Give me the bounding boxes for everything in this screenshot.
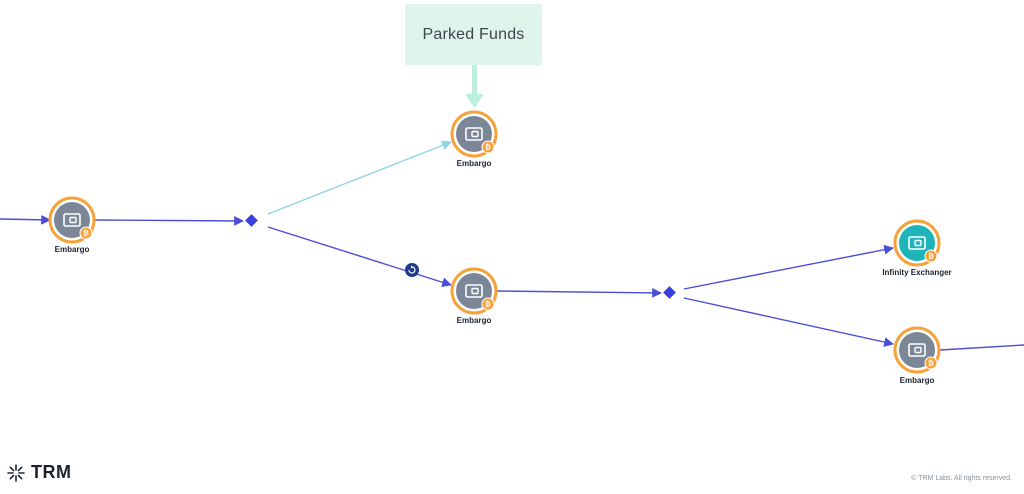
- node-n3[interactable]: ₿: [450, 267, 498, 315]
- copyright-text: © TRM Labs. All rights reserved.: [911, 475, 1012, 482]
- svg-text:₿: ₿: [485, 144, 491, 152]
- bitcoin-badge-icon: ₿: [924, 356, 938, 370]
- logo-text: TRM: [31, 462, 72, 482]
- callout-text: Parked Funds: [422, 25, 525, 43]
- bitcoin-badge-icon: ₿: [481, 297, 495, 311]
- svg-text:₿: ₿: [83, 230, 89, 238]
- node-n2[interactable]: ₿: [450, 110, 498, 158]
- bitcoin-badge-icon: ₿: [481, 140, 495, 154]
- callout-arrow: [465, 65, 484, 108]
- parked-funds-callout: Parked Funds: [405, 4, 542, 65]
- trm-logo: TRM: [6, 462, 72, 483]
- node-n1[interactable]: ₿: [48, 196, 96, 244]
- svg-text:₿: ₿: [928, 253, 934, 261]
- bitcoin-badge-icon: ₿: [79, 226, 93, 240]
- cycle-icon[interactable]: [405, 263, 419, 277]
- svg-text:₿: ₿: [485, 301, 491, 309]
- node-label-n4: Infinity Exchanger: [882, 268, 952, 277]
- bitcoin-badge-icon: ₿: [924, 249, 938, 263]
- trm-logo-icon: [7, 463, 25, 482]
- junction-2[interactable]: [663, 286, 676, 299]
- node-n4[interactable]: ₿: [893, 219, 941, 267]
- node-label-n5: Embargo: [899, 376, 935, 385]
- edge-n3-to-junction-2: [496, 287, 662, 298]
- edge-junction-2-to-n4: [683, 244, 894, 290]
- edge-n5-outgoing: [939, 344, 1024, 351]
- edge-n1-to-junction-1: [93, 216, 244, 226]
- edge-junction-1-to-n3: [267, 226, 452, 288]
- edges: [0, 140, 1024, 351]
- edge-junction-1-to-n2: [267, 140, 452, 215]
- node-n5[interactable]: ₿: [893, 326, 941, 374]
- node-label-n3: Embargo: [456, 316, 492, 325]
- node-label-n2: Embargo: [456, 159, 492, 168]
- edge-incoming-to-n1: [0, 214, 51, 225]
- node-label-n1: Embargo: [54, 245, 90, 254]
- edge-junction-2-to-n5: [683, 297, 894, 347]
- svg-text:₿: ₿: [928, 360, 934, 368]
- junction-1[interactable]: [245, 214, 258, 227]
